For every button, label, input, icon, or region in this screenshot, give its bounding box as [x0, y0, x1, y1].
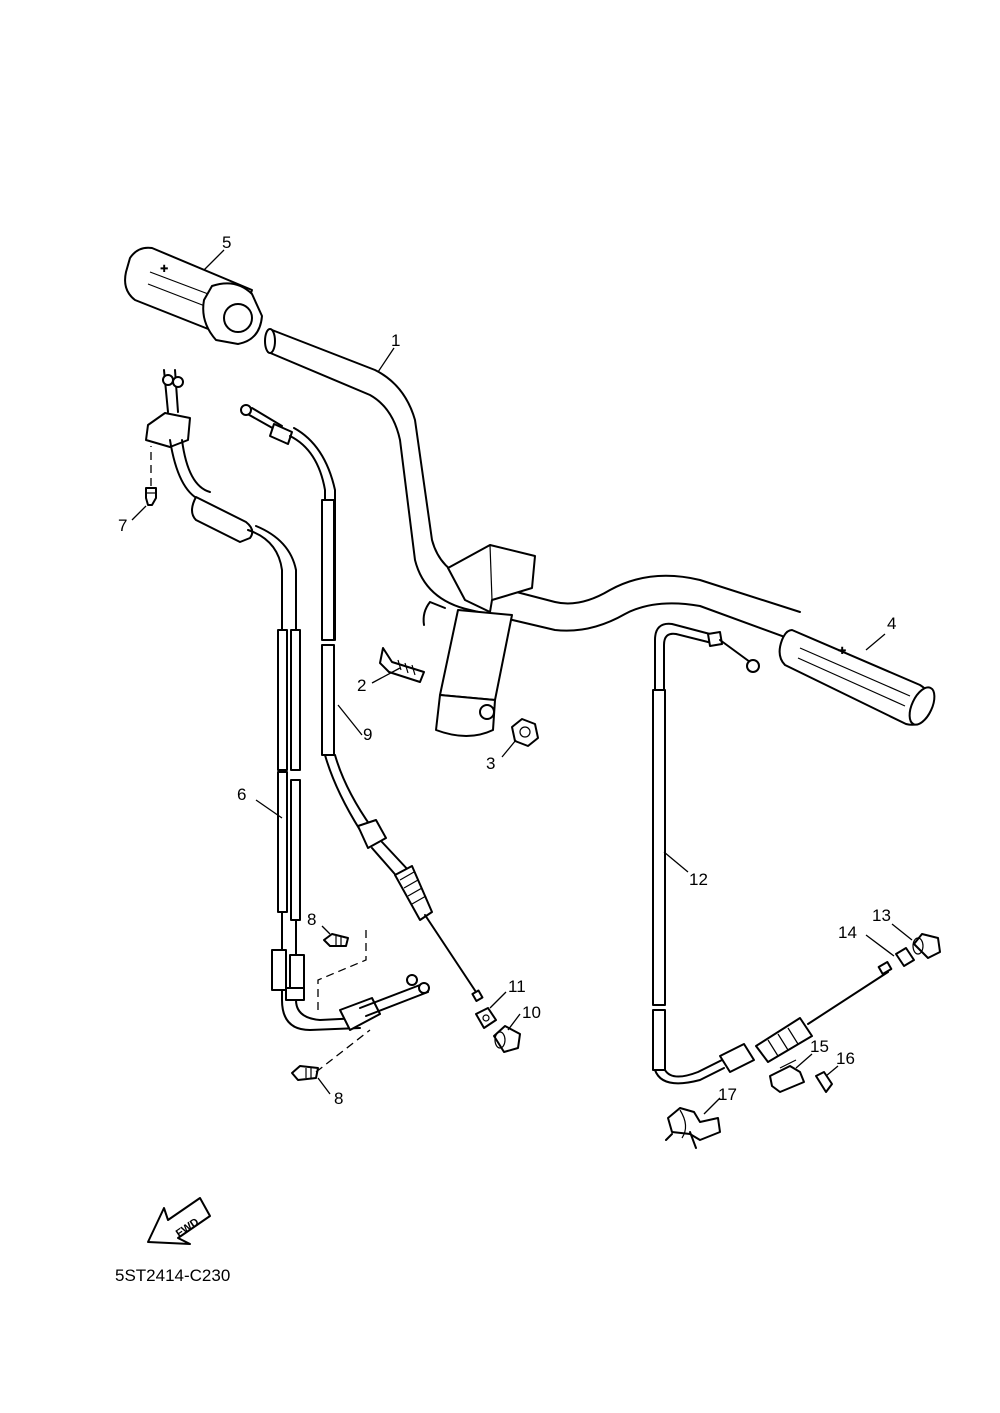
handlebar-bolt	[379, 647, 425, 683]
front-brake-cable	[240, 404, 484, 1002]
diagram-code: 5ST2414-C230	[115, 1266, 231, 1285]
handlebar-nut	[511, 718, 539, 747]
callout-8-upper: 8	[307, 910, 316, 929]
svg-text:✚: ✚	[160, 264, 168, 275]
fwd-arrow-icon: FWD	[147, 1197, 211, 1245]
leader-lines	[131, 249, 913, 1115]
handlebar	[264, 328, 801, 737]
adjusting-nut	[912, 933, 941, 959]
callout-12: 12	[689, 870, 708, 889]
holder-screw	[145, 446, 157, 506]
cable-adjuster-10	[493, 1025, 521, 1053]
callout-4: 4	[887, 614, 896, 633]
callout-13: 13	[872, 906, 891, 925]
joint-pin	[895, 947, 915, 967]
callout-6: 6	[237, 785, 246, 804]
cable-adjuster-11	[475, 1007, 497, 1029]
cable-screw-lower	[291, 1029, 371, 1081]
callout-15: 15	[810, 1037, 829, 1056]
callout-8-lower: 8	[334, 1089, 343, 1108]
throttle-grip: ✚	[124, 246, 263, 345]
cable-guide	[769, 1059, 805, 1093]
callout-2: 2	[357, 676, 366, 695]
svg-text:✚: ✚	[838, 646, 846, 657]
throttle-cable	[145, 369, 430, 1031]
rear-brake-cable	[652, 622, 893, 1085]
callout-9: 9	[363, 725, 372, 744]
callout-17: 17	[718, 1085, 737, 1104]
callout-1: 1	[391, 331, 400, 350]
callout-11: 11	[508, 977, 526, 996]
callout-16: 16	[836, 1049, 855, 1068]
callout-7: 7	[118, 516, 127, 535]
callout-5: 5	[222, 233, 231, 252]
cable-screw-upper	[317, 930, 367, 1012]
cable-clamp	[665, 1107, 721, 1149]
right-grip: ✚	[778, 629, 936, 726]
callout-10: 10	[522, 1003, 541, 1022]
guide-screw	[815, 1071, 833, 1093]
callout-numbers: 1 2 3 4 5 6 7 8 8 9 10 11 12 13 14 15 16…	[118, 233, 896, 1108]
callout-3: 3	[486, 754, 495, 773]
callout-14: 14	[838, 923, 857, 942]
